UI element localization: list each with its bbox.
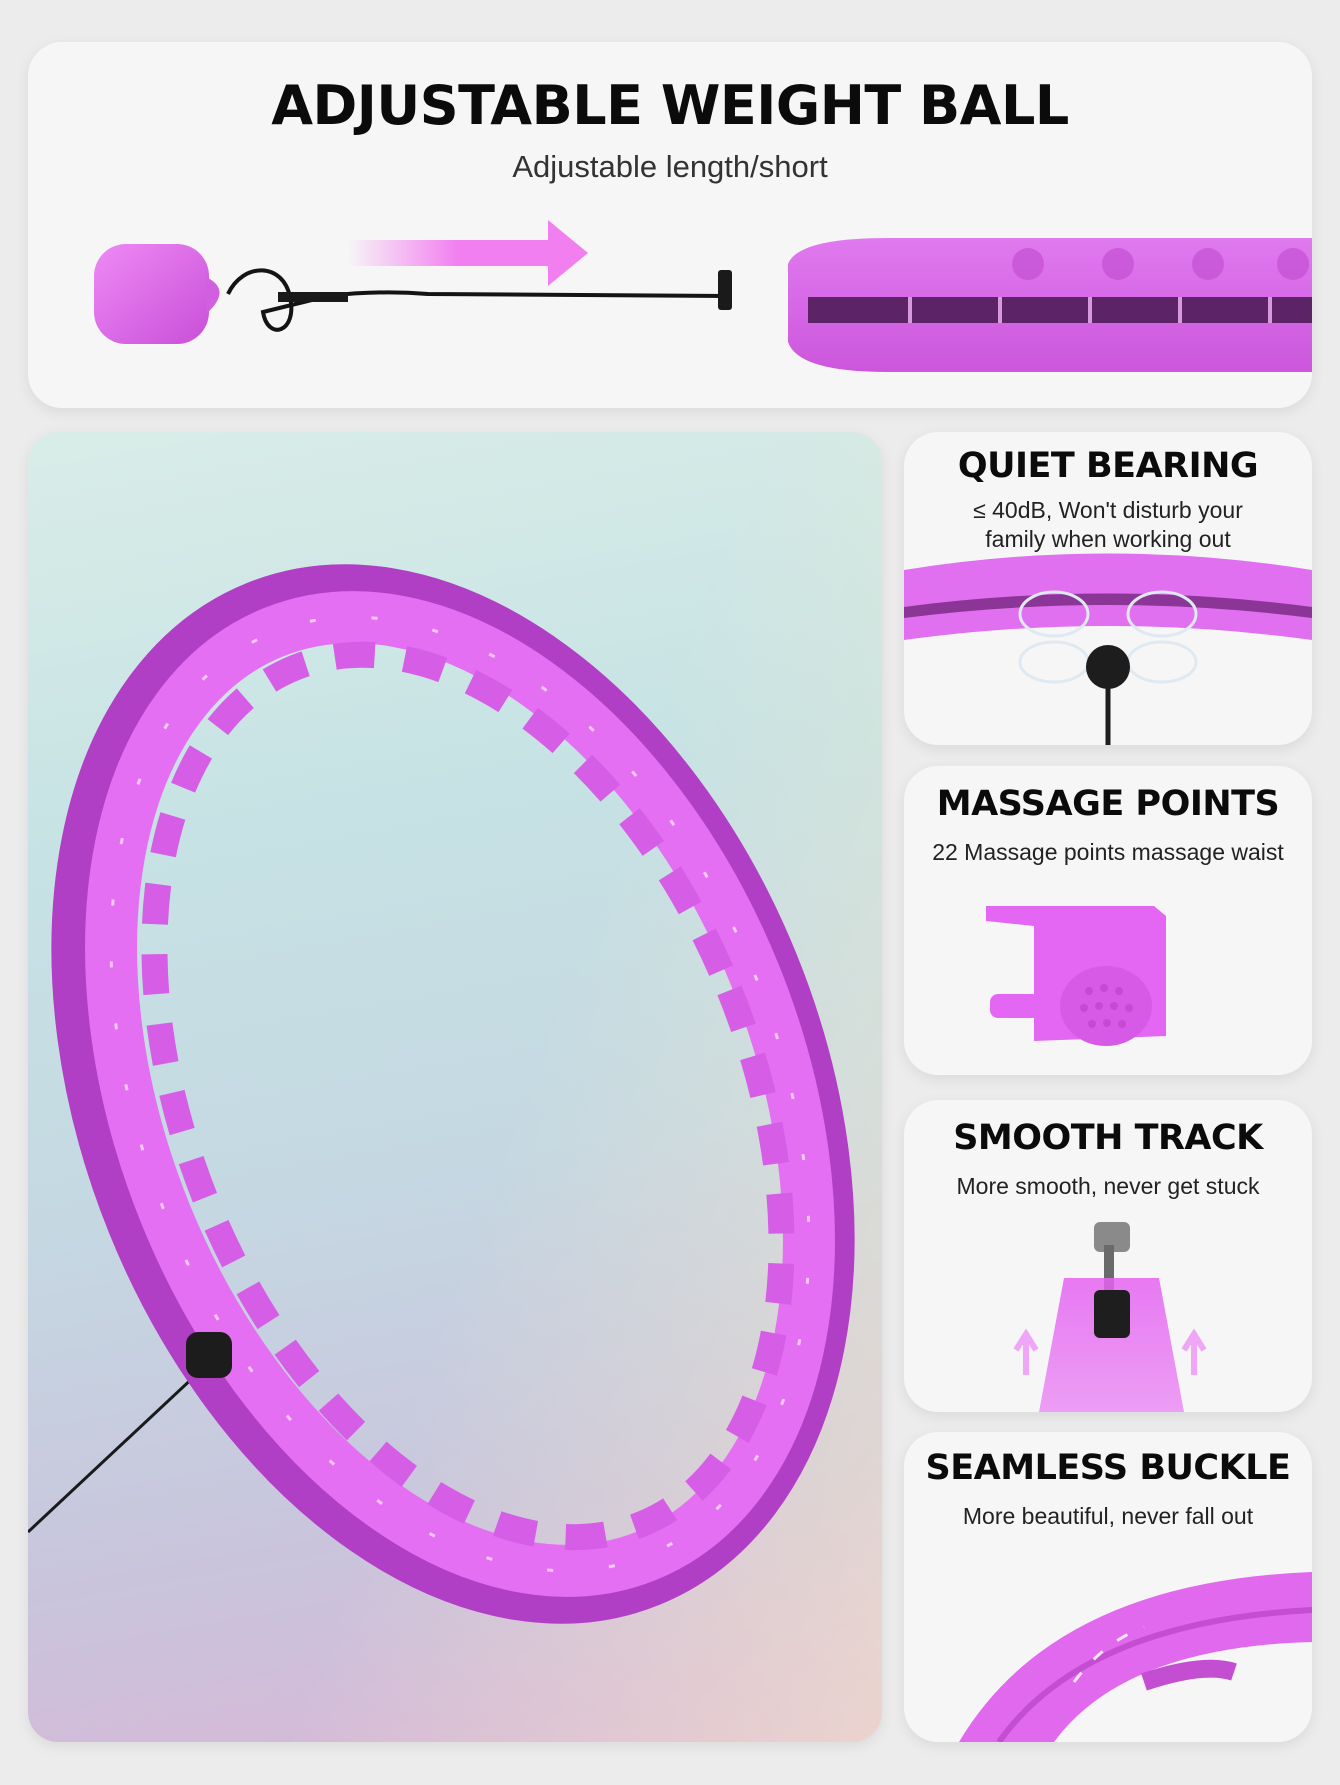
buckle-illustration bbox=[959, 1572, 1312, 1742]
hula-hoop-main-image bbox=[28, 432, 882, 1742]
feature-title: SEAMLESS BUCKLE bbox=[925, 1448, 1291, 1488]
feature-subtitle-line: ≤ 40dB, Won't disturb your bbox=[973, 497, 1243, 523]
feature-title: QUIET BEARING bbox=[957, 446, 1259, 486]
card-title: ADJUSTABLE WEIGHT BALL bbox=[271, 74, 1069, 137]
feature-subtitle: 22 Massage points massage waist bbox=[932, 839, 1284, 865]
feature-card-smooth-track: SMOOTH TRACK More smooth, never get stuc… bbox=[904, 1100, 1312, 1412]
adjustable-weight-ball-card: ADJUSTABLE WEIGHT BALL Adjustable length… bbox=[28, 42, 1312, 408]
card-subtitle: Adjustable length/short bbox=[512, 149, 828, 184]
feature-card-massage-points: MASSAGE POINTS 22 Massage points massage… bbox=[904, 766, 1312, 1075]
feature-card-seamless-buckle: SEAMLESS BUCKLE More beautiful, never fa… bbox=[904, 1432, 1312, 1742]
weight-ball-illustration bbox=[94, 220, 1312, 372]
arrow-right-icon bbox=[348, 220, 588, 286]
feature-subtitle: More smooth, never get stuck bbox=[956, 1173, 1260, 1199]
bearing-illustration bbox=[904, 553, 1312, 745]
massage-node-illustration bbox=[986, 906, 1166, 1046]
feature-subtitle: More beautiful, never fall out bbox=[962, 1503, 1254, 1529]
feature-title: SMOOTH TRACK bbox=[953, 1118, 1263, 1158]
feature-card-quiet-bearing: QUIET BEARING ≤ 40dB, Won't disturb your… bbox=[904, 432, 1312, 745]
feature-title: MASSAGE POINTS bbox=[936, 784, 1280, 824]
feature-subtitle: ≤ 40dB, Won't disturb your family when w… bbox=[904, 496, 1312, 554]
track-illustration bbox=[1013, 1222, 1207, 1412]
feature-subtitle-line: family when working out bbox=[985, 525, 1231, 552]
hula-hoop-illustration bbox=[28, 564, 855, 1624]
